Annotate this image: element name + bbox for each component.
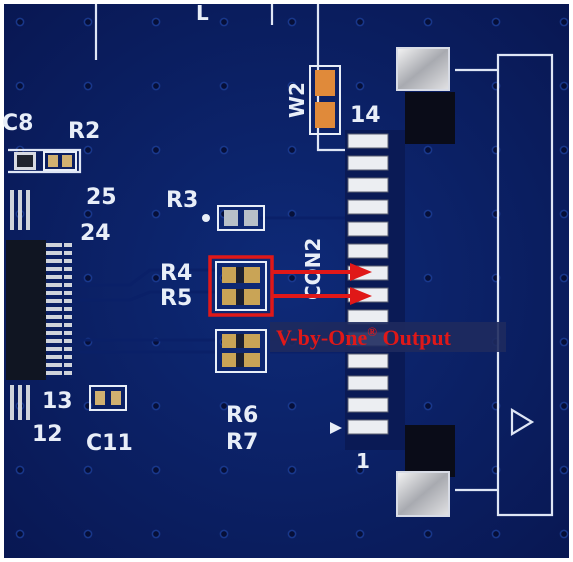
label-r5: R5	[160, 286, 192, 311]
label-r4: R4	[160, 261, 192, 286]
silkscreen-outlines	[8, 4, 554, 517]
ic-chip	[6, 190, 72, 420]
annotation-text-main: V-by-One	[276, 325, 367, 350]
annotation-label-bg	[270, 322, 506, 352]
via-grid	[4, 4, 569, 558]
mount-pad-top	[396, 47, 450, 91]
annotation-text-tail: Output	[377, 325, 452, 350]
mount-pad-bottom	[396, 471, 450, 517]
label-pin25: 25	[86, 185, 117, 210]
annotation-label: V-by-One® Output	[276, 324, 452, 350]
label-c8: C8	[2, 111, 33, 136]
label-r2: R2	[68, 119, 100, 144]
arrow-head-upper	[350, 263, 372, 281]
label-r7: R7	[226, 430, 258, 455]
label-pin12: 12	[32, 422, 63, 447]
label-pin1: 1	[356, 449, 370, 473]
label-r6: R6	[226, 403, 258, 428]
label-pin13: 13	[42, 389, 73, 414]
label-corner-l: L	[196, 1, 209, 25]
label-pin24: 24	[80, 221, 111, 246]
connector-con2	[330, 47, 455, 517]
label-c11: C11	[86, 431, 133, 456]
passive-components	[14, 65, 341, 411]
arrow-head-lower	[350, 287, 372, 305]
annotation-highlight	[208, 255, 372, 317]
annotation-registered-mark: ®	[367, 324, 377, 339]
label-r3: R3	[166, 188, 198, 213]
highlight-box	[208, 255, 274, 317]
label-pin14: 14	[350, 103, 381, 128]
label-con2: CON2	[301, 238, 325, 300]
label-w2: W2	[285, 82, 309, 118]
